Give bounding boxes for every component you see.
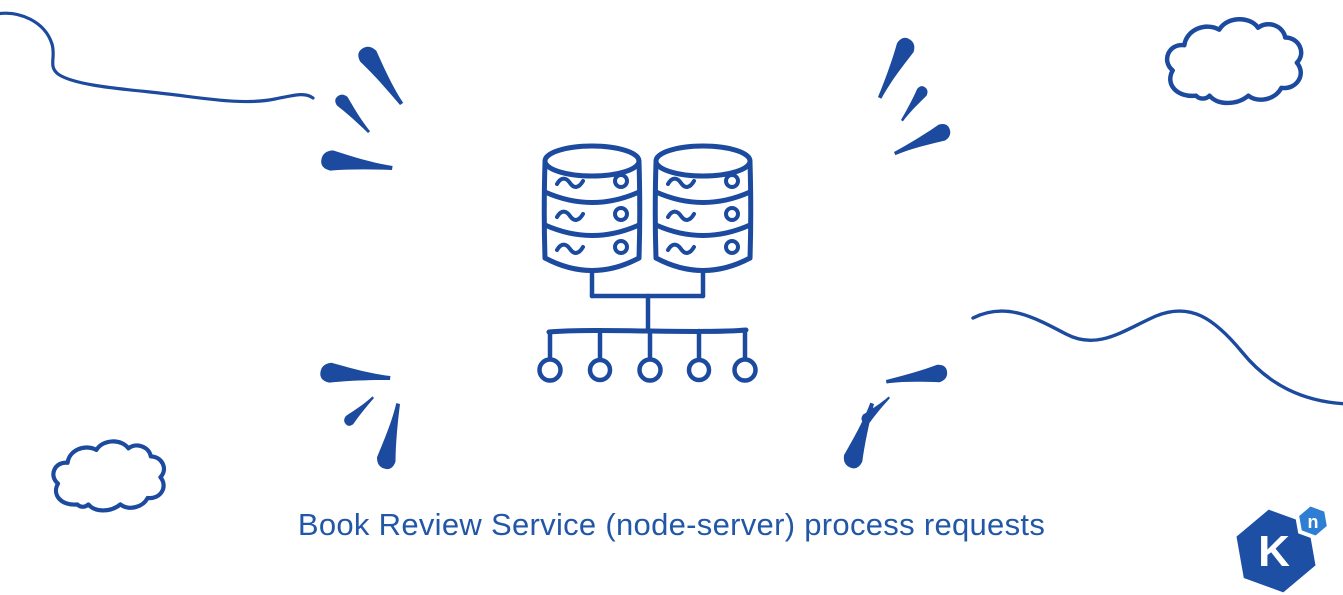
logo-letter-n: n	[1308, 512, 1319, 532]
burst-icon-top-left	[320, 42, 409, 180]
burst-icon-top-right	[870, 34, 954, 161]
node-endpoint	[537, 357, 563, 383]
fanout-connector	[537, 268, 758, 383]
database-icon-left	[544, 146, 640, 271]
burst-icon-bottom-left	[319, 361, 409, 471]
burst-ray	[319, 361, 392, 389]
node-endpoint	[587, 357, 613, 383]
burst-ray	[332, 91, 374, 137]
burst-ray	[890, 121, 954, 161]
burst-ray	[341, 393, 378, 428]
burst-icon-bottom-right	[840, 363, 949, 471]
fanout-bar	[546, 327, 749, 335]
database-cluster-icon	[537, 146, 758, 383]
burst-ray	[354, 42, 409, 110]
squiggle-line-top-left	[0, 11, 315, 104]
burst-ray	[320, 148, 394, 180]
burst-ray	[870, 34, 919, 102]
database-icon-right	[655, 146, 751, 271]
node-endpoint	[686, 357, 712, 383]
cloud-icon-bottom-left	[53, 441, 164, 510]
knative-logo: K n	[1236, 501, 1332, 593]
logo-hexagon-main	[1236, 509, 1316, 593]
burst-ray	[374, 401, 409, 471]
logo-letter-k: K	[1258, 527, 1290, 576]
squiggle-line-right	[971, 309, 1343, 406]
node-endpoint	[637, 357, 663, 383]
cloud-icon-top-right	[1167, 19, 1301, 103]
node-endpoint	[732, 357, 758, 383]
burst-ray	[884, 363, 949, 390]
logo-hexagon-sub	[1294, 501, 1332, 541]
burst-ray	[896, 84, 931, 124]
caption-text: Book Review Service (node-server) proces…	[297, 507, 1046, 542]
